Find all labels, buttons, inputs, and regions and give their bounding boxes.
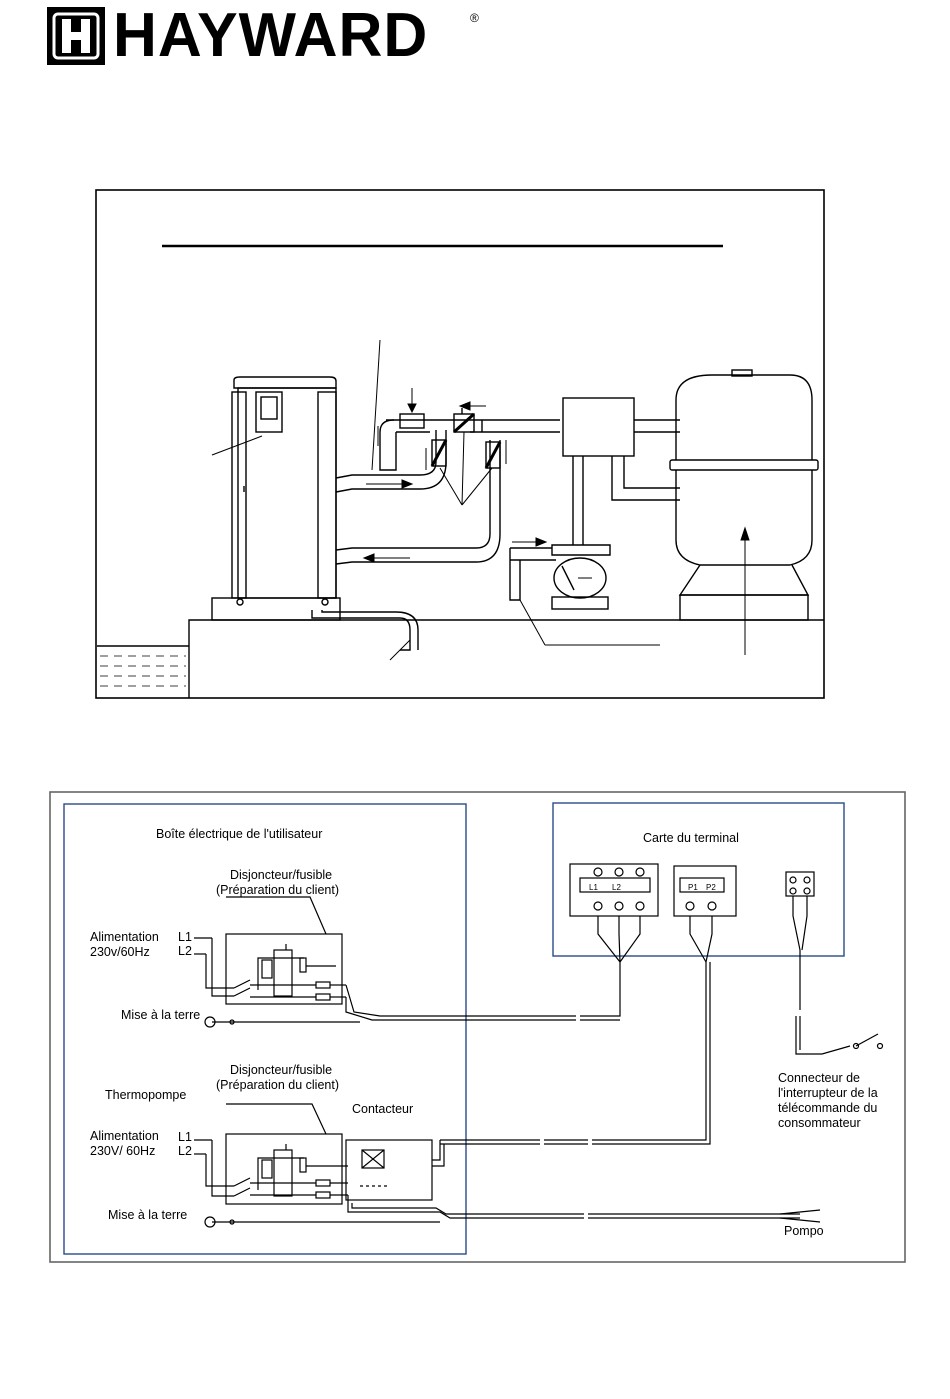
power-label-2: Alimentation <box>90 1129 159 1143</box>
terminal-label-p1: P1 <box>688 883 698 892</box>
l2-label-2: L2 <box>178 1144 192 1158</box>
contactor-box <box>345 1139 433 1201</box>
terminal-block-1 <box>569 863 659 917</box>
remote-switch-label: Connecteur de l'interrupteur de la téléc… <box>778 1071 878 1130</box>
water-pump <box>509 544 611 610</box>
breaker-2-sublabel: (Préparation du client) <box>216 1078 339 1092</box>
outlet-pipe-2 <box>335 430 447 493</box>
hayward-logo: HAYWARD ® <box>47 3 479 69</box>
outlet-pipe <box>335 430 437 479</box>
terminal-label-p2: P2 <box>706 883 716 892</box>
breaker-1-leader <box>226 896 327 935</box>
inlet-pipe <box>335 440 491 551</box>
sand-filter-tank <box>669 369 819 621</box>
breaker-2 <box>225 1133 343 1205</box>
bypass-valves <box>430 408 502 469</box>
ground-label-1: Mise à la terre <box>121 1008 201 1022</box>
pump-label: Pompo <box>784 1224 824 1238</box>
terminal-box-frame <box>552 802 845 957</box>
user-box-frame <box>63 803 467 1255</box>
power-voltage-1: 230v/60Hz <box>90 945 150 959</box>
l2-label-1: L2 <box>178 944 192 958</box>
ground-label-2: Mise à la terre <box>108 1208 188 1222</box>
callout-arrows <box>211 339 750 661</box>
breaker-1-sublabel: (Préparation du client) <box>216 883 339 897</box>
breaker-1 <box>225 933 343 1005</box>
pool-water <box>100 655 186 687</box>
cable-breaks <box>540 1010 592 1226</box>
l1-label-2: L1 <box>178 1130 192 1144</box>
heat-pump-unit <box>211 376 341 621</box>
terminal-label-l2: L2 <box>612 883 621 892</box>
filter-box <box>562 397 635 457</box>
terminal-block-3 <box>785 871 815 897</box>
power-label-1: Alimentation <box>90 930 159 944</box>
heatpump-label: Thermopompe <box>105 1088 187 1102</box>
brand-name: HAYWARD <box>113 1 429 70</box>
wiring-frame <box>49 791 906 1263</box>
l1-label-1: L1 <box>178 930 192 944</box>
condensate-drain <box>311 610 411 651</box>
plumbing-frame <box>95 189 825 699</box>
breaker-2-label: Disjoncteur/fusible <box>230 1063 333 1077</box>
inlet-pipe-2 <box>335 440 501 565</box>
contactor-label: Contacteur <box>352 1102 414 1116</box>
terminal-block-2 <box>673 865 737 917</box>
ground-line <box>188 619 824 698</box>
hayward-h-mark-icon <box>47 7 105 65</box>
power-voltage-2: 230V/ 60Hz <box>90 1144 156 1158</box>
breaker-2-leader <box>226 1103 327 1135</box>
breaker-1-label: Disjoncteur/fusible <box>230 868 333 882</box>
registered-mark: ® <box>470 11 479 25</box>
user-box-title: Boîte électrique de l'utilisateur <box>156 827 323 841</box>
terminal-board-title: Carte du terminal <box>643 831 739 845</box>
terminal-label-l1: L1 <box>589 883 598 892</box>
